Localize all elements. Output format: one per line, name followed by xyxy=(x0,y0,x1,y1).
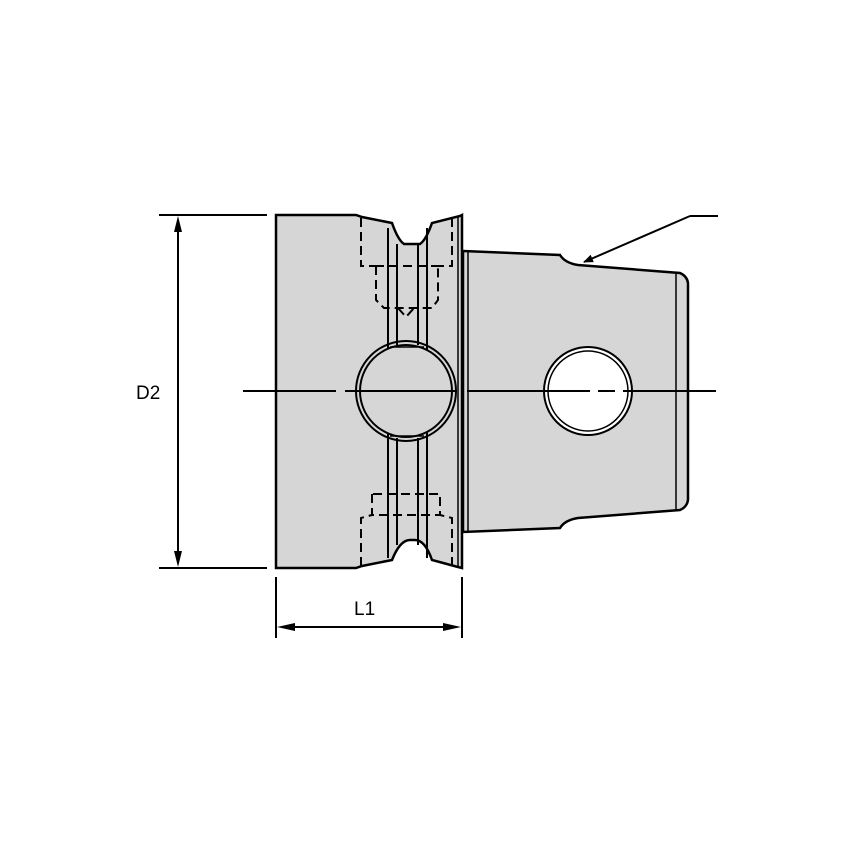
dimension-label-d2: D2 xyxy=(136,383,161,404)
dimension-l1 xyxy=(275,577,463,638)
leader-arrow xyxy=(583,215,718,263)
hidden-screw-bottom xyxy=(360,493,453,566)
vertical-bore xyxy=(387,228,428,558)
hidden-screw-top xyxy=(360,218,453,319)
dimension-label-l1: L1 xyxy=(354,599,376,620)
dimension-d2 xyxy=(159,214,267,569)
